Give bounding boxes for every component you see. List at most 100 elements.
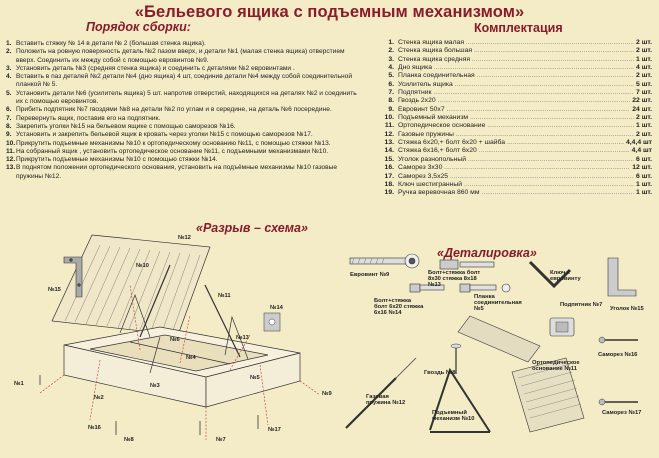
- kit-n: 14.: [384, 147, 394, 155]
- kit-q: 6 шт.: [636, 172, 652, 180]
- label-ortho: Ортопедическое основание №11: [532, 360, 580, 372]
- kit-heading: Комплектация: [474, 21, 563, 35]
- assembly-step: 11.На собранный ящик , установить ортопе…: [6, 148, 361, 156]
- kit-n: 2.: [388, 47, 394, 55]
- kit-row: 12.Газовые пружины2 шт.: [382, 131, 652, 139]
- step-text: Вставить в паз деталей №2 детали №4 (дно…: [16, 73, 353, 89]
- step-number: 12.: [6, 156, 16, 164]
- step-text: Установить и закрепить бельевой ящик в к…: [16, 131, 313, 139]
- kit-n: 13.: [384, 139, 394, 147]
- kit-name: Планка соединительная: [398, 72, 634, 80]
- label-bolt-6x20: Болт+стяжка болт 6х20 стяжка 6х16 №14: [374, 298, 424, 316]
- kit-q: 1 шт.: [636, 55, 652, 63]
- label-n13: №13: [236, 335, 249, 341]
- step-number: 10.: [6, 139, 16, 147]
- kit-row: 18.Ключ шестигранный1 шт.: [382, 181, 652, 189]
- kit-q: 2 шт.: [636, 39, 652, 46]
- kit-name: Подпятник: [398, 89, 634, 97]
- assembly-step: 9. Установить и закрепить бельевой ящик в…: [6, 131, 361, 139]
- kit-row: 7.Подпятник7 шт.: [382, 89, 652, 97]
- kit-q: 24 шт.: [632, 105, 652, 113]
- kit-name: Стенка ящика малая: [398, 39, 634, 47]
- step-number: 6.: [6, 106, 12, 114]
- label-planka: Планка соединительная №5: [474, 294, 522, 312]
- assembly-step: 13.В поднятом положении ортопедического …: [6, 164, 361, 181]
- step-text: Перевернуть ящик, поставив его на подпят…: [16, 114, 161, 122]
- kit-q: 6 шт.: [636, 155, 652, 163]
- page-title: «Бельевого ящика с подъемным механизмом»: [134, 3, 525, 21]
- step-number: 1.: [6, 40, 12, 47]
- label-n11: №11: [218, 293, 231, 299]
- step-number: 8.: [6, 122, 12, 130]
- kit-name: Гвоздь 2х20: [398, 97, 630, 105]
- kit-name: Ручка веревочная 860 мм: [398, 189, 634, 197]
- kit-name: Стяжка 6х16,+ болт 6х20: [398, 147, 630, 155]
- label-mech: Подъемный механизм №10: [432, 410, 475, 422]
- kit-row: 17.Саморез 3,5х256 шт.: [382, 173, 652, 181]
- assembly-heading: Порядок сборки:: [86, 20, 191, 34]
- kit-name: Саморез 3,5х25: [398, 173, 634, 181]
- kit-name: Дно ящика: [398, 64, 634, 72]
- kit-row: 1.Стенка ящика малая2 шт.: [382, 39, 652, 47]
- step-text: Положить на ровную поверхность деталь №2…: [16, 48, 345, 64]
- kit-list: 1.Стенка ящика малая2 шт.2. Стенка ящика …: [382, 39, 652, 198]
- kit-q: 2 шт.: [636, 72, 652, 80]
- kit-n: 4.: [388, 64, 394, 72]
- kit-name: Подъемный механизм: [398, 114, 634, 122]
- kit-row: 16.Саморез 3х3012 шт.: [382, 164, 652, 172]
- assembly-step: 7. Перевернуть ящик, поставив его на подп…: [6, 115, 361, 123]
- kit-n: 8.: [388, 97, 394, 105]
- kit-n: 3.: [388, 55, 394, 63]
- label-podpyatnik: Подпятник №7: [560, 302, 603, 308]
- assembly-step: 10.Прикрутить подъемные механизмы №10 к …: [6, 140, 361, 148]
- assembly-step: 2.Положить на ровную поверхность деталь …: [6, 48, 361, 65]
- kit-row: 10.Подъемный механизм2 шт.: [382, 114, 652, 122]
- kit-row: 15.Уголок разнопольный6 шт.: [382, 156, 652, 164]
- step-text: Прикрутить подъемные механизмы №10 с пом…: [16, 156, 218, 164]
- kit-q: 1 шт.: [636, 180, 652, 188]
- assembly-step: 6. Прибить подпятник №7 гвоздями №8 на де…: [6, 106, 361, 114]
- label-n6: №6: [170, 337, 180, 343]
- kit-n: 16.: [384, 164, 394, 172]
- assembly-step: 8. Закрепить уголки №15 на бельевом ящике…: [6, 123, 361, 131]
- assembly-step: 3.Установить деталь №3 (средняя стенка я…: [6, 65, 361, 73]
- label-n5: №5: [250, 375, 260, 381]
- label-n2: №2: [94, 395, 104, 401]
- assembly-step: 4. Вставить в паз деталей №2 детали №4 (д…: [6, 73, 361, 90]
- label-gas: Газовая пружина №12: [366, 394, 406, 406]
- label-n15: №15: [48, 287, 61, 293]
- kit-row: 9.Евровинт 50х724 шт.: [382, 106, 652, 114]
- step-text: Вставить стяжку № 14 в детали № 2 (больш…: [16, 40, 206, 47]
- label-n14: №14: [270, 305, 283, 311]
- kit-n: 12.: [384, 130, 394, 138]
- label-n17: №17: [268, 427, 281, 433]
- step-text: Прикрутить подъемные механизмы №10 к орт…: [16, 139, 331, 147]
- kit-n: 18.: [384, 180, 394, 188]
- step-number: 9.: [6, 131, 12, 139]
- kit-q: 7 шт.: [636, 89, 652, 97]
- step-number: 7.: [6, 114, 12, 122]
- kit-name: Уголок разнопольный: [398, 156, 634, 164]
- label-key: Ключ к евровинту: [550, 270, 581, 282]
- kit-q: 12 шт.: [632, 164, 652, 172]
- step-text: На собранный ящик , установить ортопедич…: [16, 147, 329, 155]
- label-n4: №4: [186, 355, 196, 361]
- kit-row: 6.Усилитель ящика5 шт.: [382, 81, 652, 89]
- kit-row: 2. Стенка ящика большая2 шт.: [382, 47, 652, 55]
- label-gvozd: Гвоздь №8: [424, 370, 456, 376]
- kit-row: 5.Планка соединительная2 шт.: [382, 72, 652, 80]
- label-n12: №12: [178, 235, 191, 241]
- kit-name: Ортопедическое основание: [398, 122, 634, 130]
- kit-q: 2 шт.: [636, 47, 652, 55]
- step-number: 4.: [6, 73, 12, 81]
- assembly-step: 12.Прикрутить подъемные механизмы №10 с …: [6, 156, 361, 164]
- kit-q: 22 шт.: [632, 97, 652, 105]
- kit-q: 4,4 шт: [631, 147, 652, 155]
- kit-name: Евровинт 50х7: [398, 106, 630, 114]
- kit-q: 4 шт.: [636, 64, 652, 72]
- step-text: Прибить подпятник №7 гвоздями №8 на дета…: [16, 106, 332, 114]
- kit-q: 1 шт.: [636, 189, 652, 197]
- kit-name: Стенка ящика большая: [398, 47, 634, 55]
- label-n3: №3: [150, 383, 160, 389]
- step-text: Закрепить уголки №15 на бельевом ящике с…: [16, 122, 236, 130]
